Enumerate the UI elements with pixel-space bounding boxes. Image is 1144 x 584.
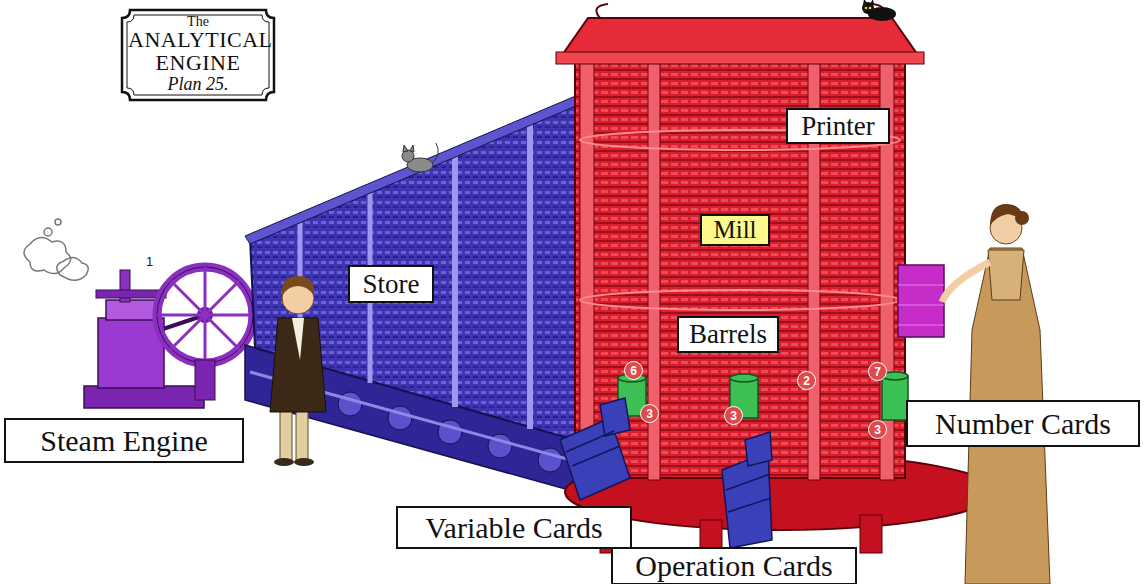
frame-outline [122,10,274,100]
steam-puffs-part [44,228,52,236]
title-text: Plan 25. [168,74,229,96]
mill-illustration-part [860,515,882,553]
cat-part [410,145,414,152]
mill-illustration [556,4,995,560]
person-figure-part [282,276,314,296]
card-stack-part [722,452,772,548]
title-frame: TheANALYTICAL ENGINEPlan 25. [120,8,276,102]
card-stack-part [572,446,620,466]
barrel-part [882,376,908,420]
person-figure [942,204,1050,584]
printer-illustration-part [898,265,944,337]
callout-number: 3 [640,404,659,423]
cat [402,143,438,172]
barrel-part [730,374,758,382]
frame-outline [127,15,269,95]
person-figure-part [270,318,326,412]
printer-illustration [898,265,944,337]
part-label: Variable Cards [396,506,632,549]
part-label: Operation Cards [611,547,857,584]
store-illustration-part [452,152,458,407]
store-illustration [245,92,592,445]
printer-illustration-part [898,285,944,286]
steam-engine-part [171,281,239,349]
callout-number: 3 [868,420,887,439]
person-figure-part [942,262,990,302]
person-figure-part [280,405,292,460]
mill-illustration-part [575,58,905,478]
callout-number: 6 [624,361,643,380]
person-figure-part [1015,211,1029,225]
mill-illustration-part [580,290,900,310]
person-figure-part [988,250,1024,300]
callout-number: 1 [146,254,153,269]
cat-part [865,7,868,10]
card-stack-part [726,474,770,490]
callout-number: 7 [868,362,887,381]
callout-number: 2 [797,371,816,390]
steam-engine-part [98,318,164,388]
person-figure-part [296,405,308,460]
title-text: The [187,14,209,29]
printer-illustration-part [898,325,944,326]
part-name: Variable Cards [425,512,602,544]
steam-puffs-part [55,219,61,225]
cat-part [869,7,872,10]
card-stack-part [728,498,771,512]
steam-puffs-part [24,237,71,273]
person-figure-part [274,458,294,466]
part-label: Barrels [677,316,779,353]
part-label: Store [348,265,434,303]
part-label: Printer [786,108,890,144]
store-illustration-part [527,121,533,429]
person-figure [270,276,326,466]
part-name: Mill [713,217,756,243]
mill-illustration-part [556,52,924,64]
mill-illustration-part [580,60,594,480]
steam-engine-part [84,386,204,408]
part-label: Mill [700,214,770,246]
part-name: Barrels [689,320,767,348]
steam-engine [84,267,253,408]
part-name: Number Cards [935,408,1111,440]
steam-engine-part [195,360,215,400]
person-figure-part [292,318,304,360]
cat-part [403,145,408,152]
steam-engine-part [171,281,239,349]
store-illustration-part [250,98,592,445]
cat-part [863,0,868,5]
title-text: ANALYTICAL ENGINE [128,29,268,74]
part-name: Store [363,270,420,298]
cat-part [432,143,438,163]
steam-engine-part [106,300,156,320]
store-illustration-part [245,92,590,244]
steam-engine-part [96,290,166,298]
cat [862,0,896,21]
part-label: Number Cards [906,400,1140,447]
barrel [618,372,908,420]
cat-part [870,0,874,5]
part-name: Steam Engine [40,425,207,457]
callout-number: 3 [724,406,743,425]
steam-engine-part [157,267,253,363]
steam-puffs-part [57,257,88,280]
part-label: Steam Engine [4,418,244,463]
mill-illustration-part [596,4,883,18]
steam-puffs [24,219,88,280]
part-name: Operation Cards [635,550,832,582]
card-stack-part [566,431,614,452]
person-figure-part [294,458,314,466]
steam-engine-part [157,267,253,363]
card-stack-part [600,398,630,436]
printer-illustration-part [898,305,944,306]
card-stack-part [745,432,772,466]
part-name: Printer [801,112,875,140]
